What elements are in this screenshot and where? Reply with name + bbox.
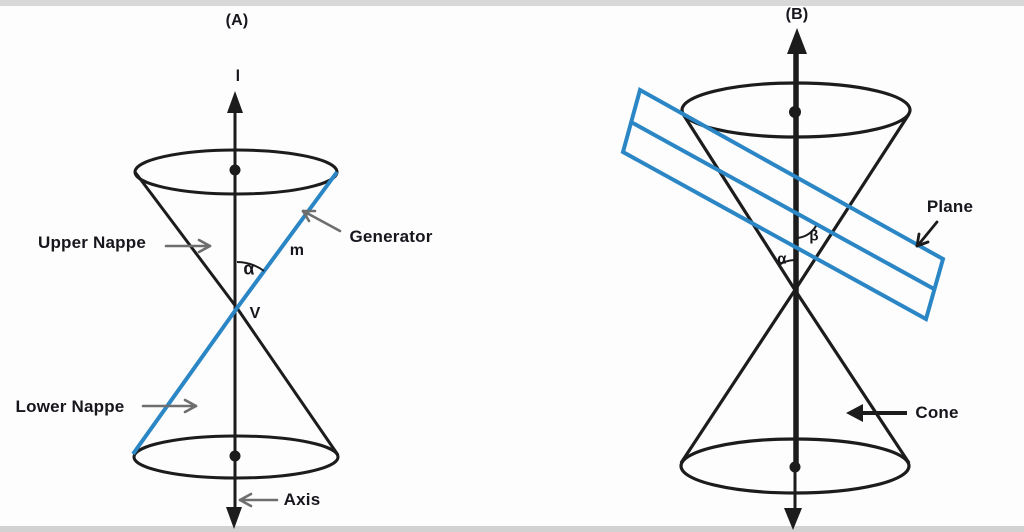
- cone-label: Cone: [915, 403, 959, 422]
- down-arrowhead-icon: [784, 508, 802, 530]
- figure-b-title: (B): [785, 6, 809, 23]
- alpha-angle-arc-a: [236, 261, 265, 272]
- alpha-angle-label-a: α: [243, 258, 255, 279]
- figure-a-title: (A): [225, 12, 249, 29]
- line-m-label: m: [289, 242, 305, 259]
- lower-nappe-label: Lower Nappe: [15, 397, 125, 416]
- cone-arrow: [846, 404, 907, 422]
- beta-angle-arc: [794, 225, 817, 240]
- upper-nappe-arrow: [164, 238, 212, 254]
- axis-label: Axis: [283, 490, 321, 509]
- down-arrowhead-icon: [226, 507, 242, 529]
- generator-line-m: [131, 170, 339, 456]
- upper-cone-b: [680, 81, 912, 291]
- vertex-v-label: V: [249, 305, 261, 322]
- lower-cone-b: [679, 289, 911, 495]
- axis-arrow: [238, 492, 279, 508]
- line-l-label: l: [235, 68, 241, 85]
- up-arrowhead-icon: [787, 28, 807, 54]
- generator-arrow: [301, 209, 342, 233]
- generator-label: Generator: [349, 227, 433, 246]
- axis-line-b: [784, 28, 807, 530]
- plane-arrow: [915, 220, 939, 248]
- up-arrowhead-icon: [227, 91, 243, 113]
- upper-circle-center-dot: [229, 164, 241, 176]
- lower-nappe-cone: [132, 307, 340, 480]
- beta-angle-label: β: [809, 227, 819, 245]
- figure-a-double-cone: [131, 91, 342, 529]
- figure-b-cone-with-plane: [620, 28, 946, 530]
- bottom-border-bar: [0, 526, 1024, 532]
- alpha-angle-arc-b: [778, 259, 796, 266]
- alpha-angle-label-b: α: [777, 250, 787, 268]
- lower-circle-center-dot: [229, 450, 241, 462]
- upper-circle-center-dot: [789, 106, 801, 118]
- lower-circle-center-dot: [789, 461, 801, 473]
- cutting-plane: [620, 87, 946, 322]
- top-border-bar: [0, 0, 1024, 6]
- plane-mid-line: [630, 120, 935, 291]
- upper-nappe-label: Upper Nappe: [38, 233, 146, 252]
- plane-label: Plane: [926, 197, 974, 216]
- lower-nappe-arrow: [141, 398, 198, 414]
